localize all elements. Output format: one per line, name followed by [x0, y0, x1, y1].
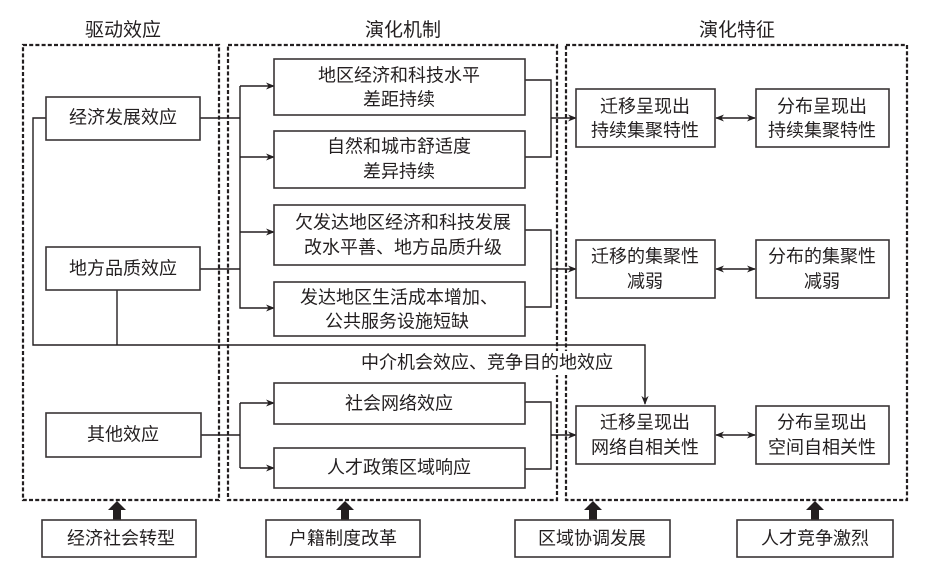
context-factor-label: 区域协调发展 [538, 529, 646, 550]
intervening-note-bg [334, 351, 640, 375]
feature-line: 减弱 [804, 272, 840, 293]
mechanism-underdeveloped-upgrade: 欠发达地区经济和科技发展 改水平善、地方品质升级 [273, 204, 526, 266]
mechanism-social-network: 社会网络效应 [273, 382, 526, 425]
mechanisms-container [226, 43, 559, 502]
feature-line: 迁移的集聚性 [591, 247, 699, 268]
bracket-mechanisms-3-4 [525, 229, 552, 308]
context-factor-talent-competition: 人才竞争激烈 [736, 501, 894, 558]
context-factor-hukou-reform: 户籍制度改革 [265, 501, 421, 558]
context-factor-regional-coordination: 区域协调发展 [514, 501, 671, 558]
features-container [564, 43, 909, 502]
context-factor-label: 人才竞争激烈 [761, 529, 869, 550]
feature-line: 迁移呈现出 [600, 97, 690, 118]
feature-line: 分布呈现出 [777, 97, 867, 118]
feature-distribution-row-1: 分布呈现出 持续集聚特性 [755, 88, 890, 148]
feature-line: 持续集聚特性 [768, 121, 876, 142]
section-title-features: 演化特征 [699, 19, 775, 41]
feature-line: 减弱 [627, 272, 663, 293]
feature-line: 迁移呈现出 [600, 413, 690, 434]
mechanism-line: 人才政策区域响应 [327, 458, 471, 479]
feature-line: 网络自相关性 [591, 438, 699, 459]
mechanism-tech-gap: 地区经济和科技水平 差距持续 [273, 58, 526, 116]
driver-effect-economic: 经济发展效应 [45, 96, 201, 141]
feature-line: 分布的集聚性 [768, 247, 876, 268]
mechanism-talent-policy: 人才政策区域响应 [273, 447, 526, 489]
mechanism-line: 差距持续 [363, 90, 435, 111]
feature-line: 持续集聚特性 [591, 121, 699, 142]
feature-migration-row-1: 迁移呈现出 持续集聚特性 [575, 88, 716, 148]
mechanism-line: 地区经济和科技水平 [318, 66, 480, 87]
feature-distribution-row-3: 分布呈现出 空间自相关性 [755, 405, 890, 465]
intervening-note: 中介机会效应、竞争目的地效应 [361, 353, 613, 374]
mechanism-line: 自然和城市舒适度 [327, 137, 471, 158]
context-factor-socioeconomic-transition: 经济社会转型 [41, 501, 197, 558]
up-arrow-icon [806, 501, 824, 520]
section-title-drivers: 驱动效应 [85, 19, 161, 41]
connectors [32, 79, 756, 472]
mechanism-developed-cost-rise: 发达地区生活成本增加、 公共服务设施短缺 [273, 281, 526, 337]
mechanism-line: 欠发达地区经济和科技发展 [295, 213, 511, 234]
arrow-to-mechanism-4 [239, 269, 275, 312]
mechanism-line: 发达地区生活成本增加、 [300, 288, 498, 309]
mechanism-line: 改水平善、地方品质升级 [304, 238, 502, 259]
driver-effect-label: 地方品质效应 [69, 259, 177, 280]
context-factor-label: 经济社会转型 [67, 529, 175, 550]
feature-distribution-row-2: 分布的集聚性 减弱 [755, 239, 890, 299]
driver-effect-place-quality: 地方品质效应 [45, 246, 201, 291]
driver-effect-label: 经济发展效应 [69, 108, 177, 129]
mechanism-amenity-gap: 自然和城市舒适度 差异持续 [273, 130, 526, 189]
context-factor-label: 户籍制度改革 [289, 529, 397, 550]
up-arrow-icon [584, 501, 602, 520]
driver-effect-label: 其他效应 [87, 425, 159, 446]
feature-line: 分布呈现出 [777, 413, 867, 434]
up-arrow-icon [336, 501, 354, 520]
drivers-container [21, 43, 221, 502]
arrow-intervening-to-network [32, 117, 649, 405]
up-arrow-icon [108, 501, 126, 520]
feature-line: 空间自相关性 [768, 438, 876, 459]
feature-migration-row-3: 迁移呈现出 网络自相关性 [575, 405, 716, 465]
driver-effect-other: 其他效应 [45, 412, 202, 458]
section-title-mechanisms: 演化机制 [365, 19, 441, 41]
mechanism-line: 社会网络效应 [345, 394, 453, 415]
mechanism-line: 公共服务设施短缺 [325, 312, 469, 333]
bracket-mechanisms-1-2 [525, 79, 552, 158]
mechanism-line: 差异持续 [363, 162, 435, 183]
feature-migration-row-2: 迁移的集聚性 减弱 [575, 239, 716, 299]
bracket-mechanisms-5-6 [525, 401, 552, 470]
